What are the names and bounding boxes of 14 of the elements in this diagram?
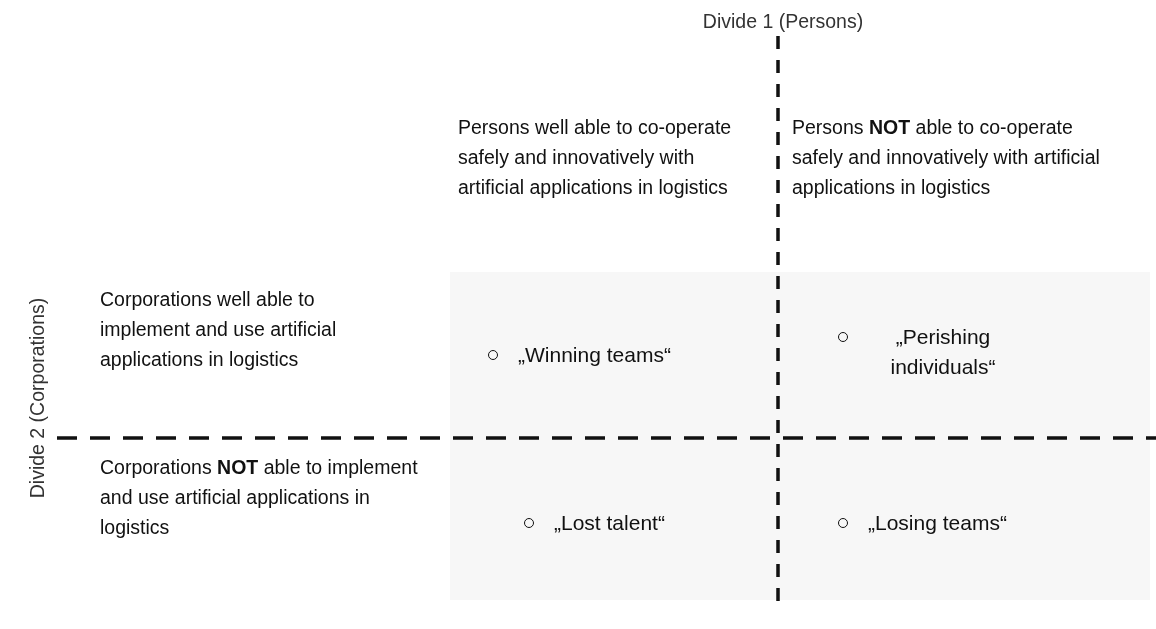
row-header: Corporations well able to implement and use artificial applications in logistics [100,287,338,372]
column-header: Persons well able to co-operate safely and innovatively with artificial applications in logistics [458,115,733,200]
axis-title: Divide 2 (Corporations) [25,296,49,501]
axis-title: Divide 1 (Persons) [701,9,865,34]
quadrant-cell [450,272,778,438]
quadrant-label: „Losing teams“ [868,510,1007,536]
quadrant-label: „Perishing individuals“ [889,324,997,380]
quadrant-label: „Lost talent“ [554,510,665,536]
quadrant-label: „Winning teams“ [518,342,671,368]
column-header: Persons NOT able to co-operate safely and innovatively with artificial applications in logistics [792,115,1101,200]
quadrant-cell [778,272,1150,438]
quadrant-cell [778,438,1150,600]
row-header: Corporations NOT able to implement and use artificial applications in logistics [100,455,419,540]
quadrant-cell [450,438,778,600]
